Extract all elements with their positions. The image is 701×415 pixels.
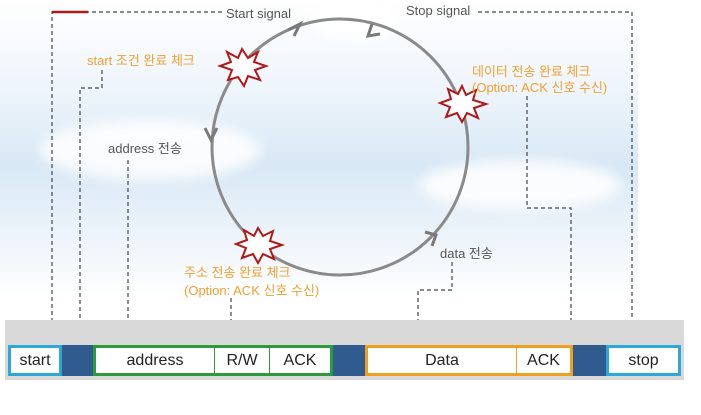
data-transfer-label: data 전송	[440, 246, 493, 261]
frame-gap	[62, 345, 93, 376]
cycle-circle	[210, 17, 470, 277]
chevron-icon	[203, 127, 219, 144]
stop-signal-label: Stop signal	[406, 3, 471, 18]
frame-gap	[573, 345, 606, 376]
cloud-decoration	[40, 120, 260, 180]
address-check-label-2: (Option: ACK 신호 수신)	[184, 283, 320, 298]
data-check-label-2: (Option: ACK 신호 수신)	[472, 80, 608, 95]
start-signal-label: Start signal	[226, 6, 292, 21]
frame-stop: stop	[606, 345, 681, 376]
cloud-decoration	[420, 160, 620, 210]
address-check-label-1: 주소 전송 완료 체크	[184, 265, 291, 280]
frame-rw: R/W	[215, 345, 270, 376]
check-burst-icon	[216, 46, 270, 89]
check-burst-icon	[437, 83, 490, 125]
frame-gap	[333, 345, 365, 376]
start-check-label: start 조건 완료 체크	[87, 53, 195, 68]
frame-start: start	[8, 345, 62, 376]
address-transfer-label: address 전송	[108, 141, 182, 156]
frame-address: address	[93, 345, 215, 376]
chevron-icon	[287, 20, 304, 37]
check-burst-icon	[233, 225, 286, 266]
chevron-icon	[365, 23, 381, 38]
frame-ack-address: ACK	[270, 345, 333, 376]
frame-ack-data: ACK	[517, 345, 573, 376]
data-check-label-1: 데이터 전송 완료 체크	[472, 64, 591, 79]
frame-data: Data	[365, 345, 517, 376]
chevron-icon	[424, 230, 438, 247]
